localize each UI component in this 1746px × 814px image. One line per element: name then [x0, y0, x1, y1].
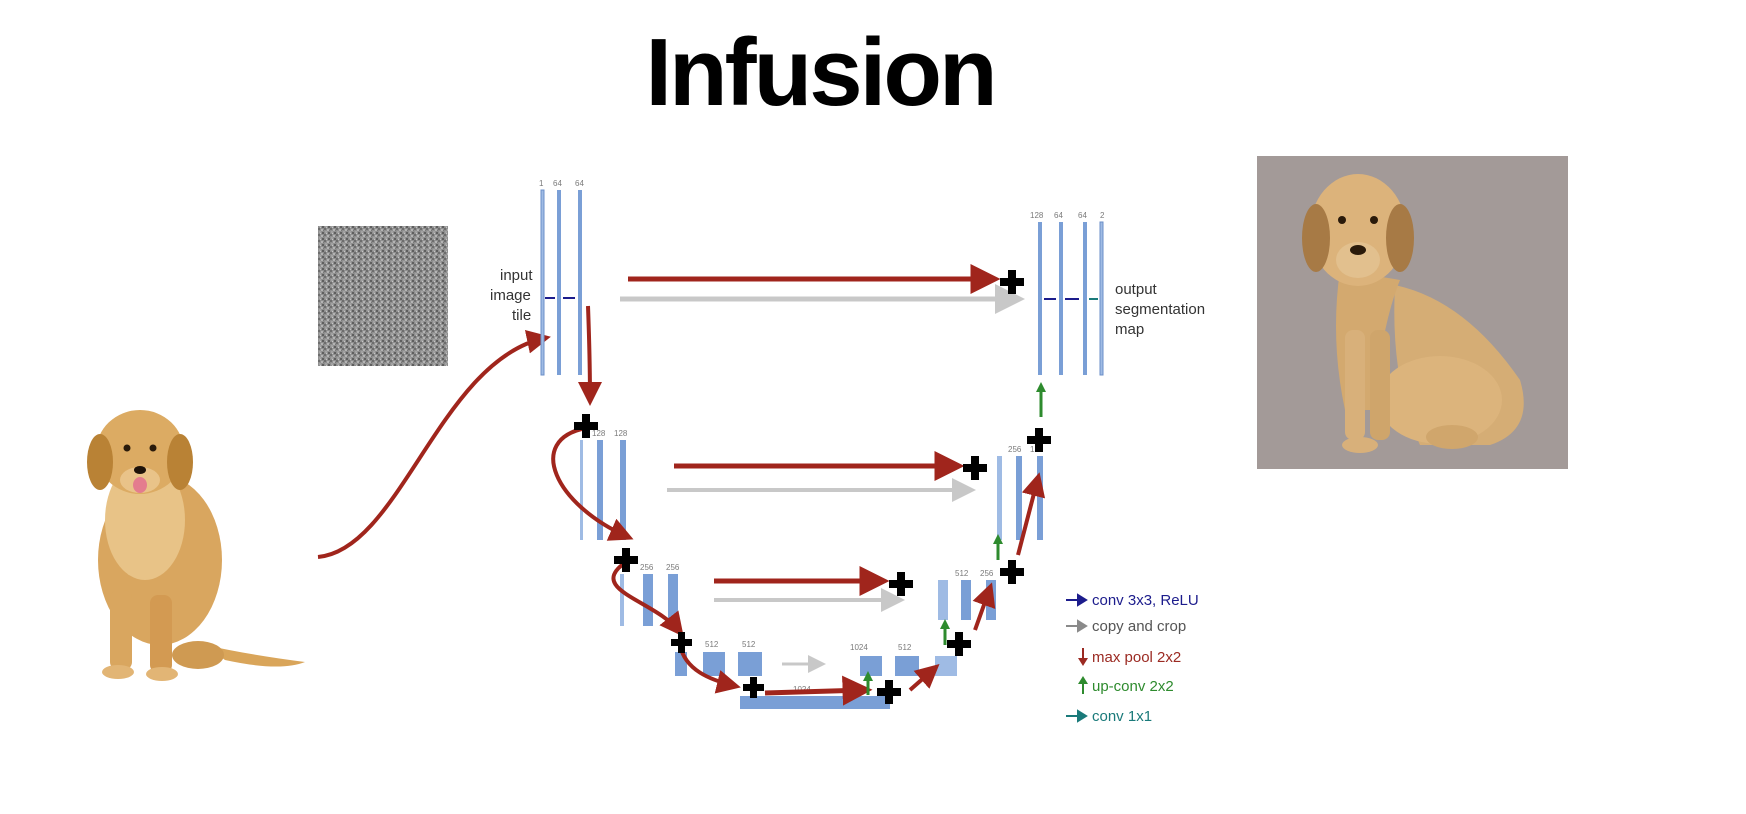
- channel-label: 256: [640, 563, 654, 572]
- channel-label: 1024: [850, 643, 868, 652]
- input-label-line: input: [500, 267, 533, 284]
- generated-dog-image: [1257, 156, 1568, 469]
- legend-item-label: up-conv 2x2: [1092, 678, 1174, 695]
- channel-label: 128: [592, 429, 606, 438]
- plus-icon: [614, 548, 638, 572]
- plus-markers: [574, 270, 1051, 704]
- channel-label: 256: [666, 563, 680, 572]
- channel-label: 512: [898, 643, 912, 652]
- encoder-level-2: 128 128: [580, 429, 628, 540]
- plus-icon: [1000, 560, 1024, 584]
- legend-item-label: conv 3x3, ReLU: [1092, 592, 1199, 609]
- output-label-line: segmentation: [1115, 301, 1205, 318]
- plus-icon: [1027, 428, 1051, 452]
- channel-label: 512: [742, 640, 756, 649]
- plus-icon: [963, 456, 987, 480]
- channel-label: 64: [553, 179, 562, 188]
- plus-icon: [947, 632, 971, 656]
- arrow-right-icon: [1066, 709, 1088, 723]
- channel-label: 2: [1100, 211, 1105, 220]
- input-label-line: tile: [512, 307, 531, 324]
- arrow-up-icon: [1078, 676, 1088, 694]
- arrow-down-icon: [1078, 648, 1088, 666]
- plus-icon: [574, 414, 598, 438]
- decoder-level-4: 1024 512: [850, 643, 957, 676]
- legend-item-label: conv 1x1: [1092, 708, 1152, 725]
- legend-item-label: copy and crop: [1092, 618, 1186, 635]
- output-label-line: map: [1115, 321, 1144, 338]
- unet-diagram: 1 64 64 input image tile 128 64 64 2 out…: [490, 179, 1205, 725]
- channel-label: 64: [1054, 211, 1063, 220]
- page-title: Infusion: [645, 19, 997, 126]
- legend-item-label: max pool 2x2: [1092, 649, 1181, 666]
- legend: conv 3x3, ReLU copy and crop max pool 2x…: [1066, 592, 1199, 725]
- decoder-level-2: 256 128: [997, 445, 1044, 540]
- noise-image: [318, 226, 448, 366]
- channel-label: 64: [1078, 211, 1087, 220]
- input-label-line: image: [490, 287, 531, 304]
- channel-label: 512: [705, 640, 719, 649]
- channel-label: 128: [1030, 211, 1044, 220]
- plus-icon: [743, 677, 764, 698]
- channel-label: 1: [539, 179, 544, 188]
- arrow-right-icon: [1066, 593, 1088, 607]
- channel-label: 256: [980, 569, 994, 578]
- arrow-right-icon: [1066, 619, 1088, 633]
- channel-label: 128: [614, 429, 628, 438]
- channel-label: 256: [1008, 445, 1022, 454]
- plus-icon: [889, 572, 913, 596]
- infusion-input-arrow: [317, 329, 551, 559]
- plus-icon: [1000, 270, 1024, 294]
- golden-retriever-image: [87, 410, 305, 681]
- plus-icon: [877, 680, 901, 704]
- channel-label: 64: [575, 179, 584, 188]
- channel-label: 512: [955, 569, 969, 578]
- output-label-line: output: [1115, 281, 1158, 298]
- encoder-level-1: 1 64 64: [539, 179, 584, 376]
- decoder-level-1: 128 64 64 2: [1030, 211, 1105, 376]
- plus-icon: [671, 632, 692, 653]
- encoder-level-3: 256 256: [620, 563, 680, 626]
